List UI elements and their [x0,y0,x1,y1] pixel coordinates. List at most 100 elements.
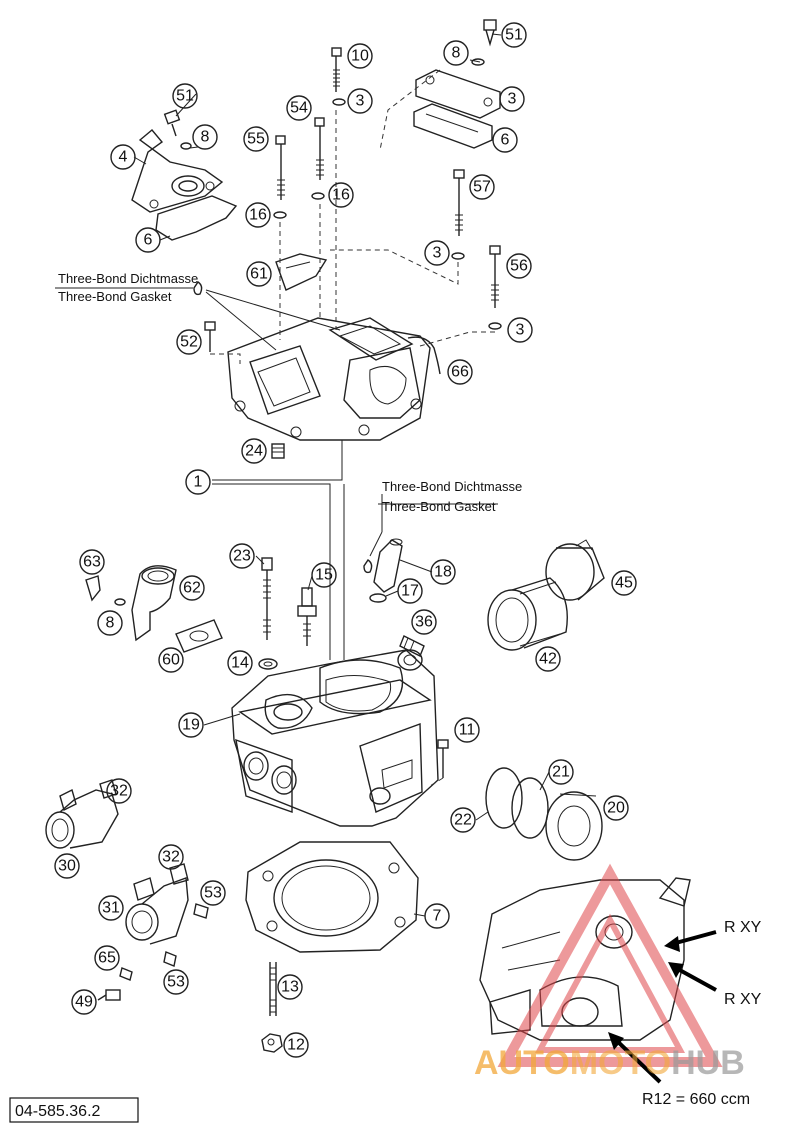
svg-text:3: 3 [508,91,517,108]
sealant-label-mid-en: Three-Bond Gasket [382,499,496,514]
svg-text:12: 12 [287,1037,305,1054]
washer-8-mid [114,598,126,606]
svg-text:30: 30 [58,858,76,875]
svg-text:13: 13 [281,979,299,996]
callout-22: 22 [450,807,476,833]
sensor-15 [297,587,317,646]
callout-7: 7 [424,903,450,929]
washer-14-inner [263,661,273,667]
stud-23 [261,557,273,640]
clip-53-upper [193,903,209,919]
svg-text:19: 19 [182,717,200,734]
leader-lines-sealant-top [55,287,341,351]
svg-text:3: 3 [356,93,365,110]
callout-4: 4 [110,144,136,170]
svg-text:1: 1 [194,474,203,491]
svg-text:18: 18 [434,564,452,581]
bracket-61 [275,253,328,291]
washer-14 [258,658,278,670]
svg-text:63: 63 [83,554,101,571]
cover-plate-5 [415,69,501,119]
svg-text:62: 62 [183,580,201,597]
callout-23: 23 [229,543,255,569]
svg-text:8: 8 [201,129,210,146]
svg-text:23: 23 [233,548,251,565]
svg-text:53: 53 [204,885,222,902]
callout-6-left: 6 [135,227,161,253]
svg-text:15: 15 [315,567,333,584]
svg-text:8: 8 [106,615,115,632]
manifold-30 [45,779,119,849]
svg-text:57: 57 [473,179,491,196]
mark-label-1: R XY [724,919,762,936]
manifold-31 [125,863,189,945]
callout-10: 10 [347,43,373,69]
callout-49: 49 [71,989,97,1015]
fitting-36 [399,635,425,657]
o-ring-21 [511,777,549,839]
svg-text:49: 49 [75,994,93,1011]
svg-text:61: 61 [250,266,268,283]
svg-text:14: 14 [231,655,249,672]
svg-text:53: 53 [167,974,185,991]
callout-20: 20 [603,795,629,821]
cylinder-head-body [231,649,439,827]
callout-42: 42 [535,646,561,672]
watermark-part-3: HUB [671,1044,745,1082]
svg-text:45: 45 [615,575,633,592]
bolt-55 [275,135,286,200]
callout-32-lower: 32 [158,844,184,870]
svg-text:6: 6 [144,232,153,249]
bolt-11 [429,739,449,787]
callout-62: 60 [158,647,184,673]
svg-text:16: 16 [332,187,350,204]
callout-group: 10 8 51 3 6 3 54 55 51 8 4 6 16 16 57 3 … [54,22,637,1058]
watermark-part-1: AUTO [474,1044,570,1082]
svg-text:21: 21 [552,764,570,781]
seal-20 [545,791,603,861]
callout-16-left: 16 [245,202,271,228]
svg-text:24: 24 [245,443,263,460]
svg-text:10: 10 [351,48,369,65]
svg-text:60: 60 [162,652,180,669]
callout-leaders [133,33,550,917]
callout-17: 17 [397,578,423,604]
callout-32-upper: 32 [106,778,132,804]
svg-text:16: 16 [249,207,267,224]
callout-30: 30 [54,853,80,879]
svg-text:66: 66 [451,364,469,381]
callout-45: 45 [611,570,637,596]
sealant-label-mid-de: Three-Bond Dichtmasse [382,479,522,494]
callout-11: 11 [454,717,480,743]
gasket-6-top [413,103,493,149]
watermark-text: AUTOMOTOHUB [474,1044,745,1082]
callout-57: 57 [469,174,495,200]
intake-flange-63 [131,565,177,642]
callout-6-top: 6 [492,127,518,153]
svg-text:4: 4 [119,149,128,166]
callout-36: 36 [411,609,437,635]
callout-31: 31 [98,895,124,921]
head-gasket-7 [245,841,419,953]
bolt-10 [331,47,342,92]
svg-text:31: 31 [102,900,120,917]
callout-51-top: 51 [501,22,527,48]
bolt-65 [85,575,101,602]
svg-text:11: 11 [459,722,476,739]
bolt-51-right [483,19,497,47]
leader-part-1 [212,440,345,660]
svg-text:17: 17 [401,583,419,600]
bolt-54 [314,117,325,180]
callout-21: 21 [548,759,574,785]
sealant-drop-mid [363,494,498,574]
callout-16-right: 16 [328,182,354,208]
clip-66 [407,336,441,375]
capacity-note: R12 = 660 ccm [642,1091,750,1108]
watermark-logo [497,863,723,1067]
callout-15: 15 [311,562,337,588]
sealant-label-top-de: Three-Bond Dichtmasse [58,271,198,286]
assembly-lines-top [210,69,495,364]
callout-55: 55 [243,126,269,152]
